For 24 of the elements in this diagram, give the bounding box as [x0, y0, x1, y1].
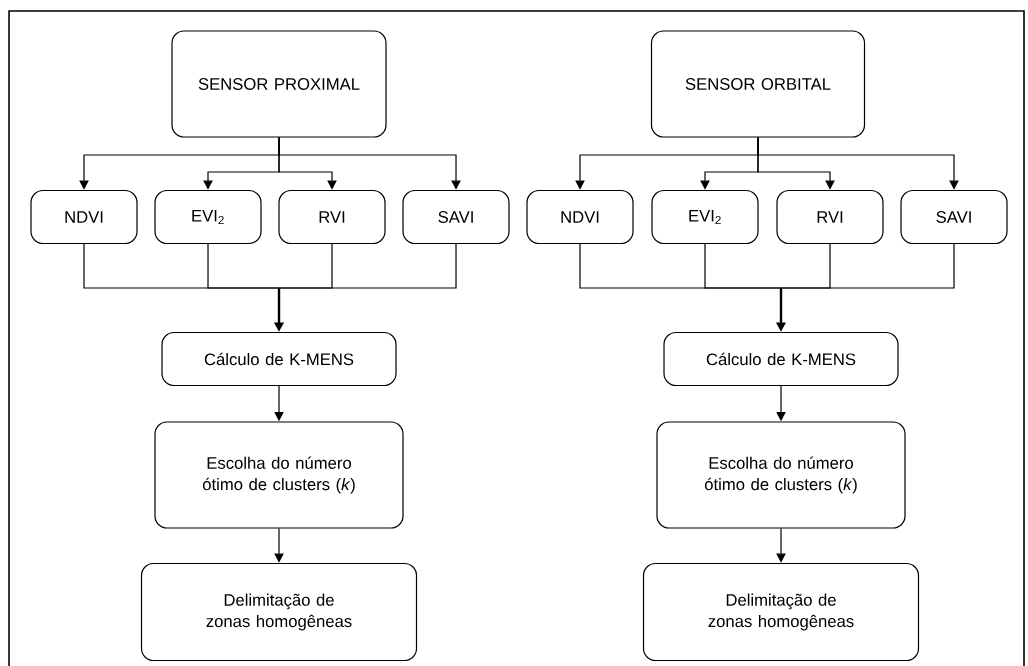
- process-box: NDVI: [526, 189, 634, 245]
- process-box: Cálculo de K-MENS: [663, 331, 899, 387]
- process-box: NDVI: [30, 189, 138, 245]
- process-box: Escolha do número ótimo de clusters (k): [154, 421, 404, 529]
- connector-line: [207, 243, 280, 289]
- process-box: Cálculo de K-MENS: [161, 331, 397, 387]
- process-box: Delimitação de zonas homogêneas: [140, 562, 418, 662]
- arrow: [776, 528, 786, 563]
- process-box: SENSOR ORBITAL: [650, 30, 866, 138]
- connector-line: [780, 243, 955, 289]
- process-box: SAVI: [402, 189, 510, 245]
- process-box: Delimitação de zonas homogêneas: [642, 562, 920, 662]
- process-box: Escolha do número ótimo de clusters (k): [656, 421, 906, 529]
- process-box: EVI$_{2}$: [651, 189, 759, 245]
- process-box: RVI: [776, 189, 884, 245]
- connector-line: [278, 243, 457, 289]
- process-box: RVI: [278, 189, 386, 245]
- arrow: [278, 137, 461, 190]
- arrow: [757, 137, 959, 190]
- connector-line: [704, 243, 782, 289]
- process-box: SENSOR PROXIMAL: [171, 30, 387, 138]
- arrow: [274, 528, 284, 563]
- process-box: EVI$_{2}$: [154, 189, 262, 245]
- process-box: SAVI: [900, 189, 1008, 245]
